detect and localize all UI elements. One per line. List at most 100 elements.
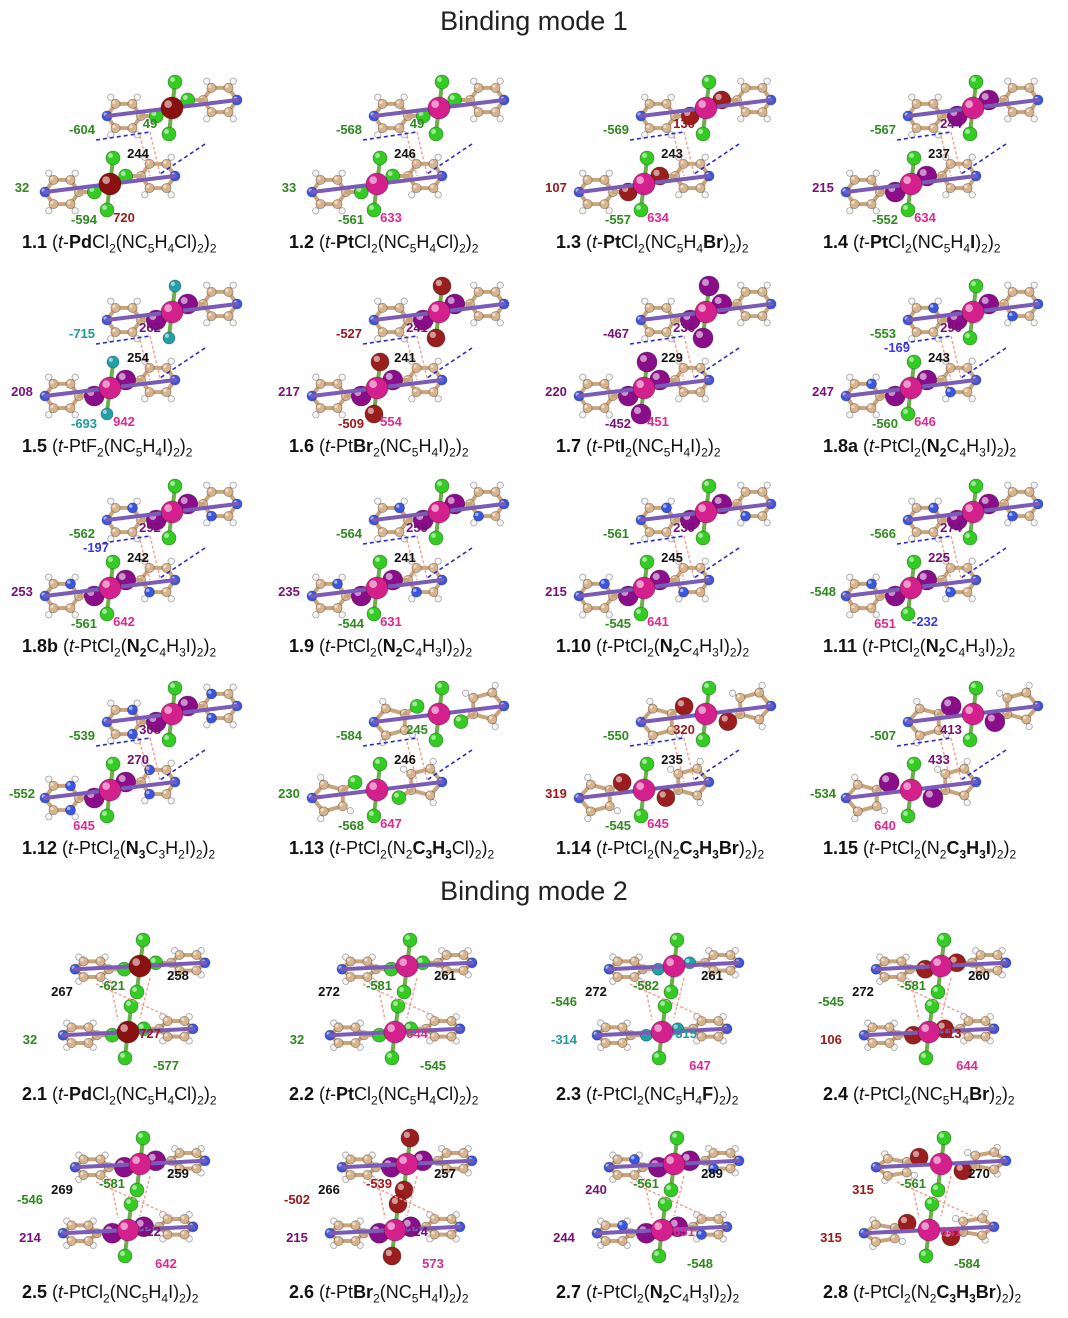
carbon-atom: [490, 486, 501, 497]
carbon-atom: [110, 98, 121, 109]
carbon-atom-highlight: [697, 160, 701, 164]
metal-atom-highlight: [636, 380, 644, 388]
contact-line: [950, 535, 962, 579]
carbon-atom: [713, 1214, 724, 1225]
hydrogen-atom-highlight: [102, 1152, 106, 1156]
ligand-atom-highlight: [429, 331, 436, 338]
carbon-atom-highlight: [756, 716, 760, 720]
carbon-atom-highlight: [961, 765, 965, 769]
hydrogen-atom-highlight: [108, 298, 111, 302]
energy-label: -169: [884, 340, 910, 355]
carbon-atom-highlight: [668, 727, 672, 731]
carbon-atom-highlight: [112, 100, 116, 104]
hydrogen-atom-highlight: [401, 298, 405, 302]
carbon-atom: [458, 950, 469, 961]
carbon-atom: [394, 98, 405, 109]
metal-atom: [650, 1218, 674, 1242]
ligand-atom: [167, 478, 183, 494]
carbon-atom: [127, 123, 138, 134]
contact-line: [950, 737, 962, 781]
carbon-atom: [1021, 687, 1032, 698]
hydrogen-atom-highlight: [580, 208, 583, 211]
metal-atom-highlight: [965, 100, 973, 108]
nitrogen-atom: [629, 1154, 640, 1165]
carbon-atom-highlight: [112, 706, 116, 710]
ligand-atom: [900, 406, 916, 422]
carbon-atom-highlight: [67, 604, 71, 609]
halogen-atom: [922, 787, 944, 809]
carbon-atom: [945, 183, 956, 194]
carbon-atom-highlight: [1026, 84, 1030, 88]
hydrogen-atom-highlight: [982, 1211, 986, 1214]
ligand-atom: [930, 1182, 946, 1198]
carbon-atom-highlight: [335, 1039, 339, 1043]
energy-label: 727: [139, 1026, 161, 1041]
halogen-atom: [940, 695, 962, 717]
hydrogen-atom-highlight: [463, 691, 466, 694]
carbon-atom-highlight: [475, 84, 479, 88]
contact-line: [673, 135, 685, 177]
carbon-atom-highlight: [759, 288, 763, 292]
ligand-atom: [434, 74, 450, 90]
hydrogen-atom-highlight: [847, 208, 850, 211]
ligand-atom: [105, 554, 121, 570]
energy-label: -546: [17, 1192, 43, 1207]
hydrogen-atom: [701, 395, 709, 403]
nitrogen-atom-highlight: [930, 504, 934, 508]
hydrogen-atom-highlight: [401, 336, 405, 339]
ligand-atom-highlight: [660, 1001, 665, 1006]
energy-label: 113: [941, 1026, 962, 1041]
hydrogen-atom: [229, 481, 237, 489]
ligand-atom-highlight: [108, 557, 114, 562]
carbon-atom-highlight: [697, 388, 701, 393]
hydrogen-atom-highlight: [492, 724, 496, 727]
carbon-atom-highlight: [742, 488, 746, 492]
carbon-atom: [647, 730, 658, 741]
hydrogen-atom: [758, 681, 766, 689]
carbon-atom-highlight: [698, 1033, 702, 1037]
hydrogen-atom-highlight: [987, 1014, 991, 1017]
energy-label: -314: [551, 1032, 578, 1047]
carbon-atom: [429, 1031, 440, 1042]
carbon-atom-highlight: [97, 1156, 101, 1160]
carbon-atom: [695, 183, 706, 194]
carbon-atom-highlight: [181, 1033, 185, 1037]
hydrogen-atom-highlight: [427, 1038, 430, 1041]
hydrogen-atom: [584, 773, 592, 781]
energy-label: -502: [284, 1192, 310, 1207]
hydrogen-atom-highlight: [873, 574, 877, 578]
ligand-atom: [167, 74, 183, 90]
energy-label: 107: [545, 180, 567, 195]
carbon-atom: [896, 956, 907, 967]
carbon-atom: [911, 502, 922, 513]
hydrogen-atom: [45, 169, 53, 177]
hydrogen-atom-highlight: [401, 536, 405, 539]
hydrogen-atom-highlight: [401, 94, 405, 98]
energy-label: 49: [143, 116, 157, 131]
carbon-atom: [599, 603, 610, 614]
carbon-atom: [161, 387, 172, 398]
hydrogen-atom: [667, 131, 675, 139]
carbon-atom-highlight: [347, 1156, 351, 1160]
hydrogen-atom: [133, 297, 141, 305]
hydrogen-atom: [317, 815, 325, 823]
carbon-atom: [174, 1148, 185, 1159]
nitrogen-atom-highlight: [129, 706, 133, 710]
carbon-atom-highlight: [935, 727, 939, 731]
hydrogen-atom-highlight: [439, 1146, 442, 1149]
ligand-atom-highlight: [369, 609, 374, 614]
carbon-atom-highlight: [872, 1238, 876, 1242]
metal-atom-highlight: [102, 380, 110, 388]
metal-atom: [899, 576, 923, 600]
hydrogen-atom-highlight: [46, 374, 49, 378]
hydrogen-atom-highlight: [965, 1150, 968, 1153]
hydrogen-atom: [667, 93, 675, 101]
hydrogen-atom-highlight: [471, 116, 474, 119]
hydrogen-atom: [613, 807, 621, 815]
carbon-atom: [78, 1169, 89, 1180]
carbon-atom: [911, 527, 922, 538]
